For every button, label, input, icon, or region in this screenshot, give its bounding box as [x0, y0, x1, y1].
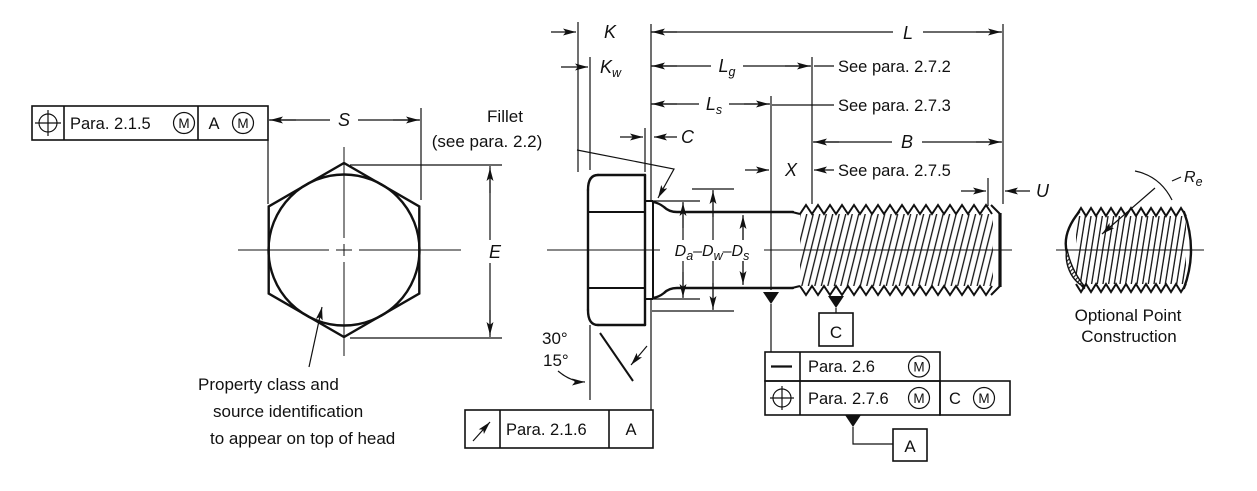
datum-target-c: C	[818, 296, 854, 347]
point-radius-section	[1065, 248, 1086, 288]
dimension-ls: Ls See para. 2.7.3	[651, 91, 951, 117]
dimension-kw: Kw	[561, 57, 622, 80]
svg-text:M: M	[237, 116, 248, 131]
svg-text:Property class and: Property class and	[198, 375, 339, 394]
svg-text:K: K	[604, 22, 617, 42]
mmc-modifier-icon: M	[972, 386, 996, 410]
svg-text:Para. 2.7.6: Para. 2.7.6	[808, 390, 889, 408]
mmc-modifier-icon: M	[172, 111, 196, 135]
svg-text:M: M	[178, 116, 189, 131]
diameter-labels: Da–Dw–Ds	[675, 243, 750, 263]
svg-text:A: A	[625, 421, 636, 439]
mmc-modifier-icon: M	[231, 111, 255, 135]
svg-text:B: B	[901, 132, 913, 152]
property-class-note: Property class and source identification…	[198, 306, 395, 448]
svg-text:source identification: source identification	[213, 402, 363, 421]
see-note-272: See para. 2.7.2	[838, 58, 951, 76]
svg-text:U: U	[1036, 181, 1050, 201]
svg-text:15°: 15°	[543, 351, 569, 370]
svg-text:A: A	[904, 437, 916, 456]
datum-triangle-icon	[845, 415, 861, 427]
position-symbol-icon	[770, 386, 794, 410]
dimension-u: U	[961, 181, 1050, 201]
mmc-modifier-icon: M	[907, 355, 931, 378]
svg-text:C: C	[949, 390, 961, 408]
svg-text:C: C	[681, 127, 695, 147]
position-symbol-icon	[35, 110, 61, 136]
detail-caption-1: Optional Point	[1075, 306, 1182, 325]
hexagon-outline	[267, 161, 421, 339]
see-note-275: See para. 2.7.5	[838, 162, 951, 180]
svg-text:Ls: Ls	[706, 94, 722, 117]
fillet-leader	[576, 149, 675, 199]
dimension-lg: Lg See para. 2.7.2	[651, 53, 951, 79]
chamfer-angle-callout: 30° 15°	[542, 329, 648, 386]
fcf-position-276: Para. 2.7.6 M C M	[764, 380, 1011, 416]
svg-text:M: M	[978, 391, 989, 406]
circular-runout-symbol-icon	[472, 421, 491, 442]
fcf-top-left-para: Para. 2.1.5	[70, 115, 151, 133]
dimension-s: S	[267, 106, 422, 204]
svg-text:Para. 2.1.6: Para. 2.1.6	[506, 421, 587, 439]
bolt-side-view	[547, 173, 1012, 327]
svg-text:C: C	[830, 323, 842, 342]
point-right-profile	[1182, 210, 1193, 290]
extension-lines	[577, 22, 1004, 410]
dimension-c: C	[620, 127, 695, 147]
dimension-e: E	[350, 164, 507, 339]
fillet-note: Fillet (see para. 2.2)	[432, 107, 675, 199]
detail-caption-2: Construction	[1081, 327, 1176, 346]
fcf-bearing-surface: Para. 2.1.6 A	[464, 409, 654, 449]
svg-text:Kw: Kw	[600, 57, 622, 80]
svg-text:Para. 2.6: Para. 2.6	[808, 358, 875, 376]
svg-text:to appear on top of head: to appear on top of head	[210, 429, 395, 448]
dimension-l: L	[651, 19, 1002, 44]
datum-triangle-icon	[763, 292, 779, 304]
dimension-diameters: Da–Dw–Ds	[660, 190, 764, 310]
fcf-top-left-datum: A	[208, 115, 219, 133]
fcf-top-left: Para. 2.1.5 M A M	[31, 105, 269, 141]
inscribed-circle	[267, 173, 421, 327]
fcf-straightness: Para. 2.6 M	[764, 351, 941, 382]
svg-text:X: X	[784, 160, 798, 180]
see-note-273: See para. 2.7.3	[838, 97, 951, 115]
dim-label-e: E	[489, 242, 502, 262]
svg-text:(see para. 2.2): (see para. 2.2)	[432, 132, 543, 151]
shank	[651, 200, 801, 300]
svg-text:M: M	[913, 391, 924, 406]
svg-text:Fillet: Fillet	[487, 107, 523, 126]
svg-text:Lg: Lg	[719, 56, 736, 79]
svg-text:L: L	[903, 23, 913, 43]
dim-label-s: S	[338, 110, 350, 130]
note-leader	[308, 306, 323, 368]
dimension-b: B	[813, 129, 1002, 154]
radius-arc	[1134, 170, 1173, 201]
hex-head-top-view	[238, 147, 461, 356]
chamfer-angle-line	[599, 332, 634, 382]
shank-datum-leader	[763, 292, 779, 352]
svg-text:30°: 30°	[542, 329, 568, 348]
datum-triangle-icon	[828, 296, 844, 308]
datum-target-a: A	[845, 415, 928, 462]
mmc-modifier-icon: M	[907, 386, 931, 410]
optional-point-detail: Re Optional Point Construction	[1056, 169, 1204, 346]
radius-label: Re	[1184, 169, 1203, 189]
dimension-x: X See para. 2.7.5	[745, 160, 951, 180]
svg-text:M: M	[913, 360, 924, 375]
dimension-k: K	[551, 22, 617, 42]
radius-arrow	[1101, 187, 1156, 235]
